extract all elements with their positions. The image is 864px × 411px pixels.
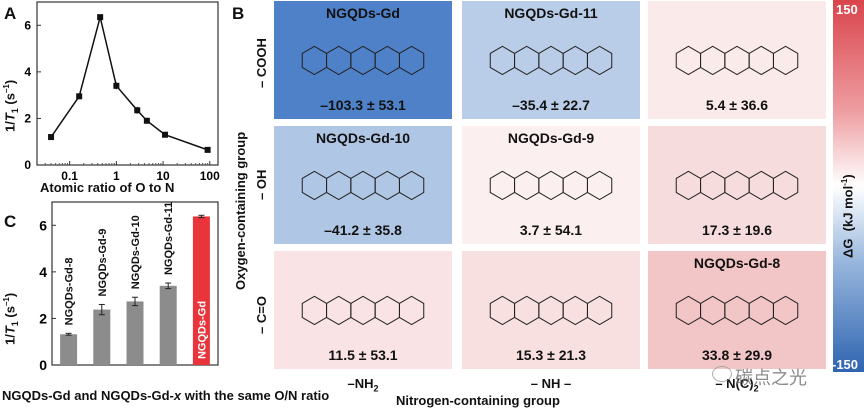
bar-label: NGQDs-Gd-11 bbox=[163, 202, 175, 275]
panel-b-letter: B bbox=[232, 4, 245, 23]
watermark: 碳点之光 bbox=[735, 368, 807, 388]
row-label-cooh: – COOH bbox=[254, 38, 269, 88]
molecule-structure-icon bbox=[675, 295, 799, 326]
molecule-structure-icon bbox=[301, 295, 425, 326]
cell-delta-g-value: 15.3 ± 21.3 bbox=[516, 347, 586, 363]
cell-compound-name: NGQDs-Gd-9 bbox=[507, 130, 595, 146]
data-point bbox=[113, 82, 120, 89]
row-label-oh: – OH bbox=[254, 169, 269, 200]
y-tick-label: 4 bbox=[24, 65, 31, 79]
colorbar-max: 150 bbox=[836, 2, 858, 17]
y-tick-label: 0 bbox=[24, 158, 31, 172]
cell-delta-g-value: 3.7 ± 54.1 bbox=[519, 222, 583, 238]
panel-c-letter: C bbox=[4, 212, 17, 231]
cell-delta-g-value: 11.5 ± 53.1 bbox=[328, 347, 398, 363]
molecule-structure-icon bbox=[301, 170, 425, 201]
molecule-structure-icon bbox=[675, 170, 799, 201]
y-tick-label: 2 bbox=[39, 310, 47, 326]
heatmap-cell: NGQDs-Gd –103.3 ± 53.1 bbox=[274, 1, 452, 119]
bar bbox=[126, 301, 144, 365]
panel-a-letter: A bbox=[4, 4, 17, 23]
plot-frame bbox=[36, 1, 219, 166]
cell-delta-g-value: –35.4 ± 22.7 bbox=[512, 97, 590, 113]
data-point bbox=[204, 146, 211, 153]
col-label-nh2: –NH2 bbox=[347, 376, 379, 394]
wechat-icon bbox=[712, 366, 732, 382]
colorbar-min: -150 bbox=[832, 357, 859, 372]
bar-label: NGQDs-Gd-9 bbox=[97, 229, 109, 297]
row-label-co: – C=O bbox=[254, 296, 269, 334]
colorbar bbox=[833, 0, 864, 372]
panel-a-xlabel: Atomic ratio of O to N bbox=[40, 180, 175, 195]
col-label-nh: – NH – bbox=[530, 376, 572, 391]
colorbar-label: ΔG (kJ mol-1) bbox=[840, 174, 856, 258]
x-tick-label: 0.1 bbox=[61, 169, 78, 183]
x-tick-label: 10 bbox=[156, 169, 170, 183]
molecule-structure-icon bbox=[489, 45, 613, 76]
molecule-structure-icon bbox=[301, 45, 425, 76]
heatmap-cell: NGQDs-Gd-8 33.8 ± 29.9 bbox=[648, 251, 826, 369]
heatmap-cell: 5.4 ± 36.6 bbox=[648, 1, 826, 119]
cell-delta-g-value: 33.8 ± 29.9 bbox=[702, 347, 772, 363]
molecule-structure-icon bbox=[489, 295, 613, 326]
bar bbox=[159, 285, 177, 365]
y-tick-label: 2 bbox=[24, 111, 31, 125]
cell-delta-g-value: –41.2 ± 35.8 bbox=[324, 222, 402, 238]
x-tick-label: 1 bbox=[113, 169, 120, 183]
heatmap-cell: 11.5 ± 53.1 bbox=[274, 251, 452, 369]
data-point bbox=[97, 14, 104, 21]
y-tick-label: 4 bbox=[39, 264, 47, 280]
bar-label: NGQDs-Gd-10 bbox=[130, 215, 142, 289]
molecule-structure-icon bbox=[489, 170, 613, 201]
heatmap-cell: 17.3 ± 19.6 bbox=[648, 126, 826, 244]
bar bbox=[93, 309, 111, 365]
y-tick-label: 6 bbox=[24, 18, 31, 32]
y-tick-label: 0 bbox=[39, 357, 47, 373]
cell-delta-g-value: –103.3 ± 53.1 bbox=[320, 97, 406, 113]
heatmap-cell: NGQDs-Gd-11 –35.4 ± 22.7 bbox=[462, 1, 640, 119]
y-tick-label: 6 bbox=[39, 217, 47, 233]
panel-a-line-chart: 0 2 4 6 0.1 1 10 100 bbox=[24, 1, 220, 183]
panel-c-xlabel: NGQDs-Gd and NGQDs-Gd-x with the same O/… bbox=[2, 388, 330, 403]
cell-compound-name: NGQDs-Gd bbox=[326, 5, 400, 21]
bar-label: NGQDs-Gd-8 bbox=[64, 257, 76, 325]
cell-delta-g-value: 5.4 ± 36.6 bbox=[705, 97, 769, 113]
cell-compound-name: NGQDs-Gd-8 bbox=[693, 255, 781, 271]
molecule-structure-icon bbox=[675, 45, 799, 76]
heatmap-cell: NGQDs-Gd-10 –41.2 ± 35.8 bbox=[274, 126, 452, 244]
bar bbox=[60, 334, 78, 365]
row-group-label: Oxygen-containing group bbox=[233, 131, 248, 290]
data-point bbox=[76, 93, 83, 100]
data-point bbox=[134, 107, 141, 114]
data-line bbox=[50, 16, 208, 151]
bar-label: NGQDs-Gd bbox=[196, 301, 208, 359]
cell-compound-name: NGQDs-Gd-11 bbox=[504, 5, 598, 21]
heatmap-cell: 15.3 ± 21.3 bbox=[462, 251, 640, 369]
data-point bbox=[161, 131, 168, 138]
cell-compound-name: NGQDs-Gd-10 bbox=[315, 130, 411, 146]
col-group-label: Nitrogen-containing group bbox=[396, 393, 560, 408]
bar bbox=[192, 216, 210, 365]
data-point bbox=[143, 117, 150, 124]
cell-delta-g-value: 17.3 ± 19.6 bbox=[702, 222, 772, 238]
heatmap-cell: NGQDs-Gd-9 3.7 ± 54.1 bbox=[462, 126, 640, 244]
data-point bbox=[48, 134, 55, 141]
x-tick-label: 100 bbox=[200, 169, 220, 183]
